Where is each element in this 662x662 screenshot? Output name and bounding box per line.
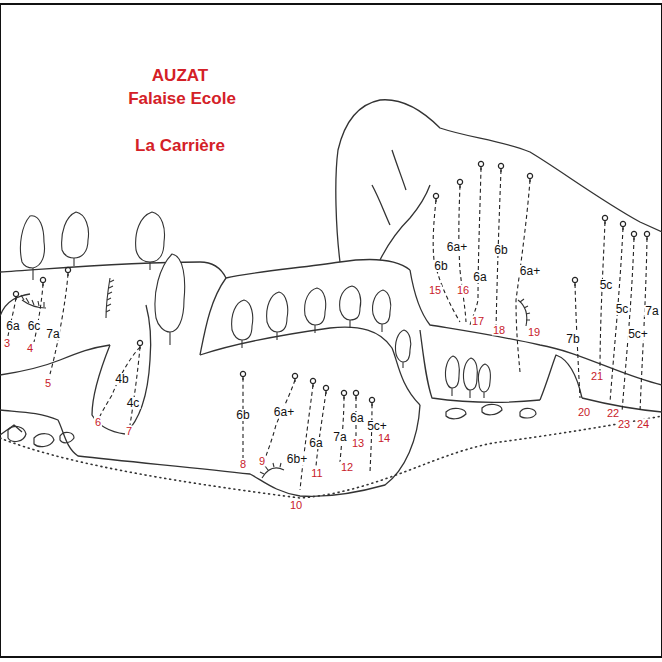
frame	[0, 4, 662, 657]
route-grade: 6a	[308, 437, 323, 449]
route-number: 4	[26, 343, 34, 354]
route-number: 12	[340, 462, 354, 473]
route-grade: 6a	[349, 412, 364, 424]
route-grade: 6b	[493, 244, 508, 256]
route-grade: 6a+	[519, 265, 541, 277]
rock-outlines	[0, 100, 662, 497]
hatched-overhangs	[21, 278, 530, 478]
route-number: 20	[577, 407, 591, 418]
route-grade: 5c	[599, 279, 614, 291]
route-number: 14	[377, 433, 391, 444]
route-number: 8	[239, 459, 247, 470]
route-grade: 6a+	[446, 241, 468, 253]
ground-line	[0, 416, 662, 498]
route-number: 19	[527, 327, 541, 338]
route-lines	[8, 168, 647, 490]
route-number: 18	[492, 325, 506, 336]
route-number: 24	[636, 419, 650, 430]
route-number: 3	[3, 338, 11, 349]
route-number: 7	[125, 426, 133, 437]
title: AUZAT	[152, 67, 208, 84]
route-grade: 4c	[126, 397, 141, 409]
route-grade: 6b	[433, 260, 448, 272]
route-grade: 6a	[5, 320, 20, 332]
route-grade: 6a	[472, 271, 487, 283]
route-number: 23	[617, 419, 631, 430]
route-grade: 5c+	[366, 420, 388, 432]
subtitle: La Carrière	[135, 137, 225, 154]
route-grade: 7a	[644, 305, 659, 317]
route-number: 9	[258, 456, 266, 467]
route-grade: 5c+	[627, 328, 649, 340]
route-number: 6	[94, 417, 102, 428]
route-grade: 6b+	[286, 453, 308, 465]
route-grade: 4b	[114, 373, 129, 385]
route-number: 16	[456, 285, 470, 296]
route-number: 22	[606, 408, 620, 419]
trees	[20, 212, 490, 398]
route-grade: 7b	[565, 333, 580, 345]
route-grade: 5c	[615, 303, 630, 315]
route-number: 11	[310, 468, 323, 479]
route-grade: 6c	[27, 320, 42, 332]
route-grade: 7a	[332, 431, 347, 443]
route-grade: 6b	[235, 409, 250, 421]
route-number: 15	[428, 285, 442, 296]
subtitle: Falaise Ecole	[128, 90, 236, 107]
route-number: 10	[289, 500, 303, 511]
route-number: 13	[351, 438, 365, 449]
route-number: 17	[471, 316, 485, 327]
route-number: 21	[590, 371, 604, 382]
belay-bolts	[13, 161, 649, 406]
route-number: 5	[44, 378, 52, 389]
route-grade: 6a+	[273, 406, 295, 418]
route-grade: 7a	[45, 328, 60, 340]
